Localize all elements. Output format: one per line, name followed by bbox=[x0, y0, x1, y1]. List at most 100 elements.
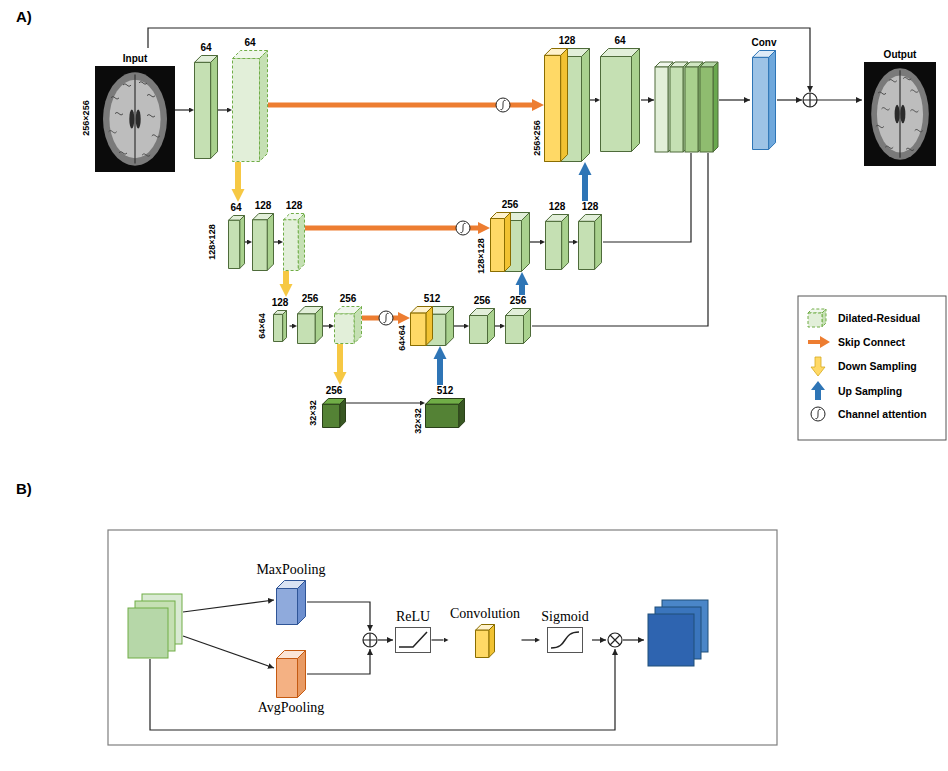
image-title: Input bbox=[123, 53, 147, 64]
convolution-block-shape bbox=[475, 624, 495, 658]
block-face bbox=[233, 59, 260, 162]
up-sampling-arrow bbox=[582, 175, 588, 201]
channel-count: 128 bbox=[549, 201, 566, 212]
channel-count: 128 bbox=[272, 297, 289, 308]
panel-frame bbox=[108, 530, 777, 745]
feature-block: 64 bbox=[600, 35, 640, 152]
function-frame bbox=[548, 628, 583, 653]
channel-count: 256 bbox=[326, 385, 343, 396]
channel-count: 256 bbox=[502, 199, 519, 210]
sulcus bbox=[889, 80, 897, 82]
up-sampling-arrow bbox=[437, 359, 443, 385]
feature-block: 128 bbox=[271, 297, 290, 342]
block-face bbox=[211, 56, 218, 159]
flow-arrow bbox=[454, 325, 464, 326]
sum-symbol bbox=[803, 93, 817, 107]
flow-arrow bbox=[274, 241, 278, 242]
ventricle bbox=[129, 109, 134, 128]
block-face bbox=[298, 214, 304, 271]
block-face bbox=[335, 314, 355, 344]
feature-block: 256 bbox=[505, 295, 531, 344]
sulcus bbox=[119, 152, 127, 154]
flow-arrow bbox=[245, 241, 248, 242]
flow-line bbox=[777, 99, 802, 100]
block-face bbox=[260, 51, 268, 162]
block-face bbox=[253, 220, 268, 271]
operation-name: Convolution bbox=[450, 606, 520, 622]
dilated-residual-block: 128 bbox=[283, 200, 305, 271]
channel-count: 64 bbox=[614, 35, 625, 46]
channel-count: 256 bbox=[474, 295, 491, 306]
feature-map bbox=[128, 608, 168, 658]
block-face bbox=[354, 307, 361, 344]
block-face bbox=[340, 399, 346, 428]
sulcus bbox=[878, 92, 886, 94]
sum-cross bbox=[363, 633, 377, 647]
feature-block-shape bbox=[578, 214, 602, 270]
block-face bbox=[283, 311, 287, 342]
flow-line bbox=[307, 602, 370, 631]
block-face bbox=[595, 215, 602, 270]
concat-line bbox=[532, 153, 708, 326]
flow-line bbox=[307, 649, 370, 674]
block-face bbox=[228, 220, 239, 268]
sulcus bbox=[876, 125, 884, 127]
pooling-block: MaxPooling bbox=[255, 562, 327, 625]
attention-curve bbox=[384, 313, 389, 322]
operation-name: AvgPooling bbox=[258, 700, 325, 716]
block-face bbox=[522, 213, 530, 272]
channel-attention-symbol bbox=[496, 98, 510, 112]
sulcus bbox=[147, 115, 155, 117]
dimension-label: 256×256 bbox=[532, 119, 542, 156]
block-face bbox=[239, 216, 244, 269]
attention-circle bbox=[456, 221, 470, 235]
down-sampling-arrow bbox=[235, 162, 241, 189]
block-face bbox=[267, 214, 273, 271]
block-face bbox=[655, 67, 668, 152]
block-face bbox=[470, 316, 488, 344]
block-face bbox=[524, 309, 531, 344]
block-face bbox=[601, 57, 632, 152]
flow-arrow bbox=[530, 241, 540, 242]
block-face bbox=[284, 220, 299, 271]
activation-box-shape bbox=[395, 627, 431, 653]
block-face bbox=[426, 399, 465, 405]
sulcus bbox=[152, 135, 160, 137]
legend-box bbox=[798, 296, 946, 440]
ventricle bbox=[900, 105, 905, 124]
sulcus bbox=[885, 146, 893, 148]
sulcus bbox=[111, 97, 119, 99]
channel-count: 128 bbox=[255, 200, 272, 211]
feature-block: 128 bbox=[545, 201, 569, 270]
concat-feature-block: 512 bbox=[410, 293, 454, 346]
legend-entry: Dilated-Residual bbox=[838, 312, 920, 325]
sulcus bbox=[906, 148, 914, 150]
dilated-residual-block: 256 bbox=[334, 293, 362, 344]
concat-block bbox=[655, 62, 718, 152]
block-face bbox=[546, 221, 562, 269]
sulcus bbox=[910, 90, 918, 92]
up-sample-arrow bbox=[811, 381, 825, 400]
block-face bbox=[561, 49, 568, 162]
pooling-block-shape bbox=[276, 650, 306, 698]
ventricle bbox=[895, 105, 900, 124]
feature-block-shape bbox=[273, 310, 287, 342]
block-face bbox=[822, 309, 826, 327]
legend-frame bbox=[798, 296, 946, 440]
sulcus bbox=[882, 108, 890, 110]
product-cross bbox=[610, 635, 620, 645]
block-face bbox=[298, 651, 306, 698]
panel-b-wires bbox=[150, 600, 644, 730]
attention-curve bbox=[501, 100, 506, 109]
feature-block-shape bbox=[545, 214, 569, 270]
block-face bbox=[582, 49, 590, 162]
channel-attention-symbol bbox=[379, 311, 393, 325]
block-face bbox=[298, 314, 316, 344]
concat-feature-block: 256 bbox=[490, 199, 530, 272]
activation-box: Sigmoid bbox=[540, 609, 590, 653]
panel-letter: B) bbox=[16, 480, 32, 497]
block-face bbox=[808, 313, 822, 327]
feature-block-shape bbox=[505, 308, 531, 344]
bottleneck-block: 512 bbox=[425, 385, 465, 428]
